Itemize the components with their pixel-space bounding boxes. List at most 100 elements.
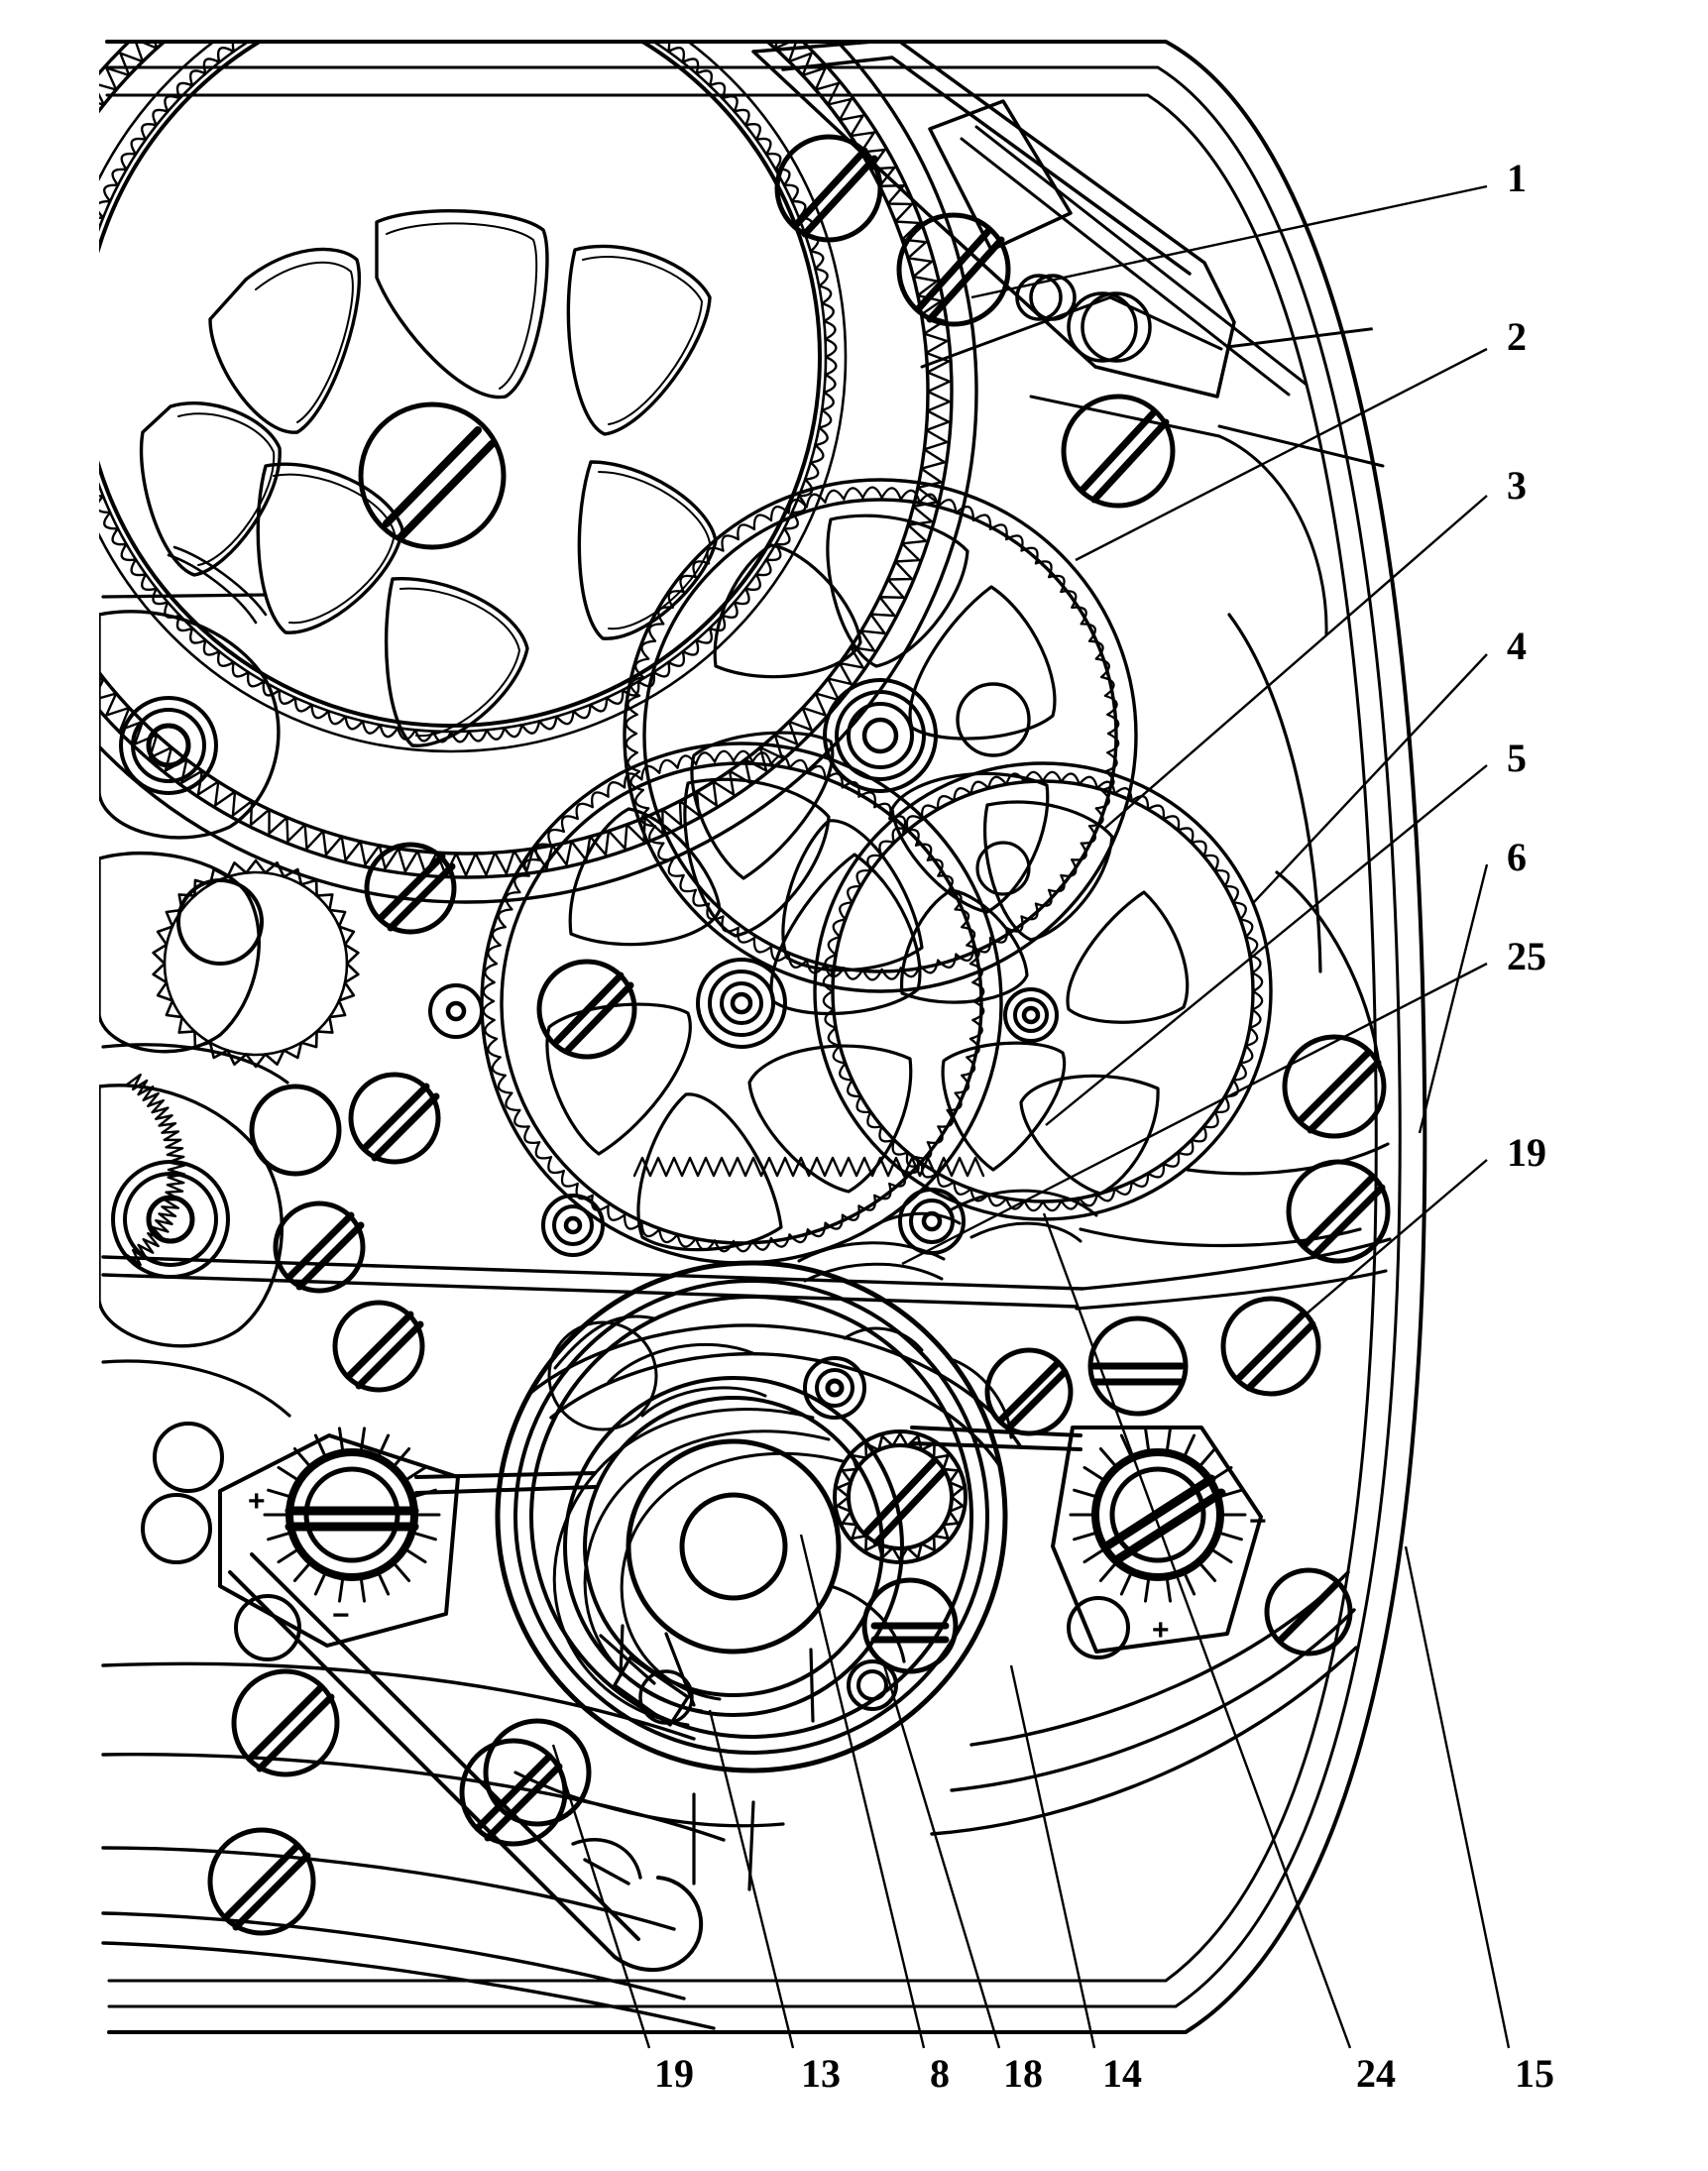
escape-pinion-b-center — [563, 1215, 583, 1235]
third-wheel-teeth — [482, 749, 985, 1253]
fourth-wheel-teeth — [822, 770, 1264, 1212]
barrel-wheel-rim — [99, 40, 822, 728]
leader-line-13 — [708, 1709, 795, 2049]
reference-numeral-14-12: 14 — [1102, 2051, 1142, 2096]
balance-jewel-upper — [803, 1356, 866, 1420]
left-regulator-hole — [141, 1422, 301, 1661]
right-bridge-outline — [1079, 613, 1390, 1248]
escape-wheel-small-teeth — [836, 1431, 965, 1562]
balance-wheel-hub-inner — [679, 1492, 788, 1601]
reference-numeral-3-2: 3 — [1507, 463, 1527, 508]
screw-ul-3-slot — [285, 1211, 365, 1291]
screw-balance-lower-slot — [870, 1622, 950, 1644]
fourth-wheel-arbor — [1003, 987, 1059, 1043]
fourth-wheel-spokes — [899, 800, 1190, 1196]
barrel-arbor-screw-slot — [383, 426, 496, 541]
barrel-wheel-group — [99, 40, 978, 904]
screw-r-4 — [1087, 1315, 1189, 1417]
screw-r-3 — [1220, 1296, 1321, 1397]
balance-wheel-ring — [513, 1279, 989, 1755]
pallet-fork — [599, 1584, 906, 1685]
regulator-sign-plus-left: + — [248, 1485, 266, 1518]
setting-lever-hook — [571, 1838, 642, 1885]
right-regulator-screw — [1091, 1448, 1224, 1581]
second-wheel-arbor-center — [861, 717, 899, 754]
third-wheel-arbor-center — [730, 991, 753, 1015]
screw-r-5 — [984, 1347, 1074, 1436]
screw-ul-5 — [249, 1084, 342, 1177]
bridge-slot — [960, 125, 1309, 397]
right-regulator-screw-knurl — [1069, 1427, 1247, 1603]
screw-r-2-slot — [1301, 1174, 1386, 1259]
jewel-hole-large — [1067, 291, 1152, 363]
crown-wheel-cover — [928, 99, 1073, 252]
click-spring — [860, 1189, 1098, 1243]
barrel-wheel-spoke-inner — [177, 222, 711, 738]
left-bridge-jewel-1-hole — [146, 723, 191, 768]
escape-pinion-b — [541, 1194, 605, 1257]
screw-bridge-b — [896, 212, 1011, 327]
screw-r-3-slot — [1235, 1311, 1316, 1392]
screw-r-1-slot — [1297, 1049, 1382, 1134]
center-bridge-bar-right — [1075, 1237, 1392, 1311]
leader-line-15 — [1404, 1545, 1511, 2049]
leader-line-19 — [1271, 1159, 1488, 1344]
bridge-edge-right — [1217, 325, 1388, 468]
balance-jewel-lower — [847, 1659, 898, 1711]
second-wheel-spokes — [690, 514, 1057, 972]
escape-pinion-c — [428, 983, 484, 1039]
barrel-pinion — [167, 545, 268, 625]
screw-ll-1 — [231, 1668, 340, 1777]
balance-wheel-outer — [495, 1260, 1008, 1773]
left-regulator-screw-knurl — [263, 1427, 441, 1603]
leader-line-25 — [901, 962, 1488, 1266]
second-wheel-group — [623, 478, 1138, 993]
leader-line-6 — [1418, 863, 1489, 1134]
screw-third-wheel-slot — [553, 971, 634, 1055]
balance-cock — [527, 1323, 1023, 1467]
setting-lever-tip — [613, 1876, 704, 1972]
second-wheel-arbor — [823, 678, 938, 793]
screw-balance-lower — [861, 1577, 959, 1674]
left-bridge-plate — [99, 610, 284, 1348]
escape-wheel-small-slot — [862, 1457, 948, 1546]
escape-pinion-c-center — [445, 1000, 467, 1022]
screw-ul-2-slot — [361, 1083, 440, 1162]
reference-numeral-4-3: 4 — [1507, 624, 1527, 668]
screw-r-5-slot — [997, 1360, 1069, 1431]
third-wheel-spokes — [545, 777, 922, 1252]
reference-numeral-6-5: 6 — [1507, 835, 1527, 879]
leader-line-3 — [1104, 495, 1488, 829]
reference-numeral-2-1: 2 — [1507, 314, 1527, 359]
yoke-spring — [797, 1241, 946, 1283]
barrel-wheel-tooth-marks — [99, 40, 838, 743]
screw-r-1 — [1282, 1034, 1387, 1139]
screw-ll-1-slot — [246, 1683, 335, 1772]
screw-r-4-slot — [1090, 1362, 1186, 1386]
right-regulator-screw-inner — [1109, 1466, 1206, 1563]
reference-numeral-15-14: 15 — [1515, 2051, 1554, 2096]
screw-ul-2 — [348, 1072, 441, 1165]
reference-numeral-8-10: 8 — [930, 2051, 950, 2096]
bridge-lower-edge — [920, 295, 1328, 636]
barrel-arbor-screw — [358, 401, 507, 550]
hairspring — [552, 1408, 845, 1727]
right-regulator-bracket — [1051, 1426, 1263, 1654]
reference-numeral-18-11: 18 — [1003, 2051, 1043, 2096]
screw-bl-1 — [483, 1718, 592, 1827]
screw-ll-3-slot — [474, 1753, 563, 1842]
second-wheel-rim — [623, 478, 1138, 993]
balance-roller-jewel — [613, 1656, 694, 1727]
leader-line-4 — [1253, 653, 1488, 903]
leader-line-8 — [799, 1534, 926, 2049]
screw-bridge-c — [1061, 394, 1176, 509]
reference-numeral-5-4: 5 — [1507, 736, 1527, 780]
screw-bridge-a-slot — [791, 147, 878, 238]
leader-lines — [551, 184, 1511, 2049]
screw-ul-1 — [364, 842, 457, 935]
balance-wheel-hub — [626, 1438, 842, 1655]
jewel-hole-small — [1015, 274, 1077, 321]
setting-lever-bar — [228, 1552, 640, 1959]
